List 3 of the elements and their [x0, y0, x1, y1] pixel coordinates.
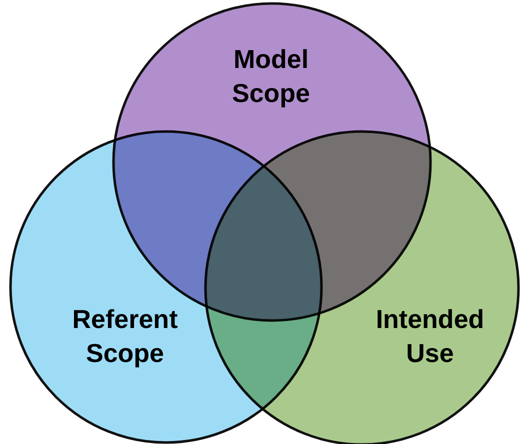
circle-label: Intended Use: [374, 303, 486, 370]
circle-label: Model Scope: [230, 43, 312, 110]
circle-label: Referent Scope: [71, 303, 179, 370]
